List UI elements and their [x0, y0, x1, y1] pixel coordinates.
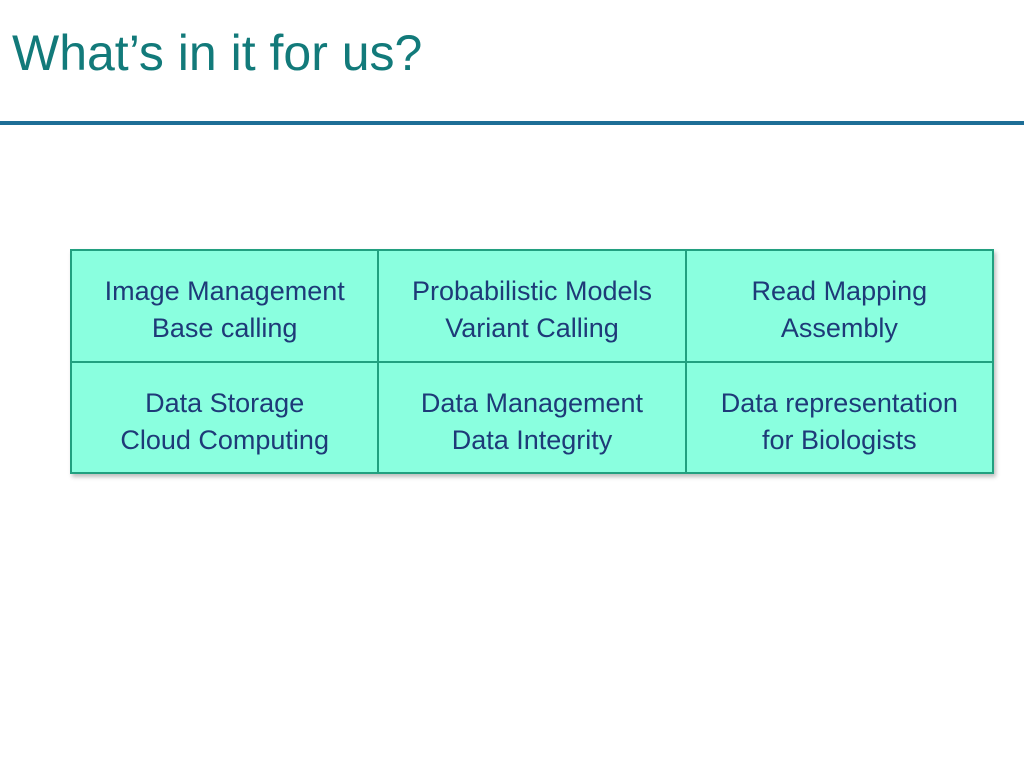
cell-line-2: Assembly	[780, 313, 898, 343]
slide-title: What’s in it for us?	[12, 25, 423, 81]
topics-table: Image Management Base calling Probabilis…	[69, 249, 995, 474]
table-cell: Data Management Data Integrity	[377, 360, 687, 474]
cell-line-1: Read Mapping	[751, 276, 928, 306]
table-cell: Probabilistic Models Variant Calling	[377, 249, 687, 363]
cell-line-2: for Biologists	[762, 424, 917, 455]
table-row: Data Storage Cloud Computing Data Manage…	[69, 360, 995, 474]
cell-line-1: Data Management	[420, 387, 644, 418]
cell-line-1: Data Storage	[145, 387, 305, 418]
cell-line-1: Data representation	[720, 387, 958, 418]
cell-line-2: Cloud Computing	[120, 424, 329, 455]
cell-line-2: Variant Calling	[445, 313, 619, 343]
table-cell: Data Storage Cloud Computing	[69, 360, 380, 474]
table-cell: Image Management Base calling	[69, 249, 380, 363]
table-cell: Data representation for Biologists	[684, 360, 995, 474]
title-divider	[0, 121, 1024, 125]
cell-line-1: Probabilistic Models	[411, 276, 653, 306]
table-row: Image Management Base calling Probabilis…	[69, 249, 995, 363]
cell-line-2: Data Integrity	[451, 424, 613, 455]
table-cell: Read Mapping Assembly	[684, 249, 995, 363]
cell-line-1: Image Management	[104, 276, 345, 306]
cell-line-2: Base calling	[151, 313, 298, 343]
topics-grid: Image Management Base calling Probabilis…	[69, 249, 995, 474]
